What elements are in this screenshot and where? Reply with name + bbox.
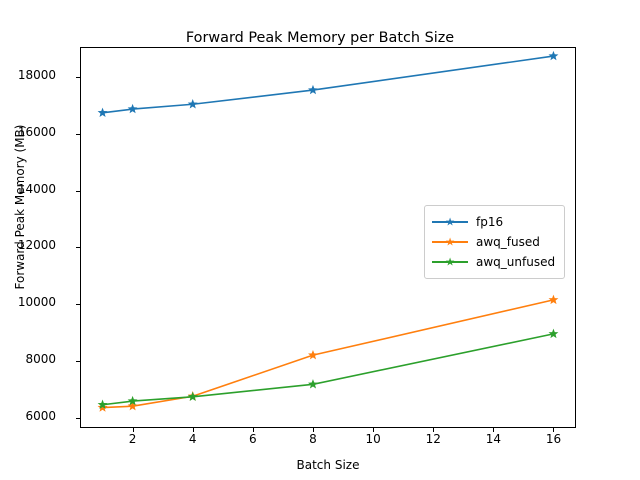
x-tick-label: 6 — [249, 432, 257, 446]
y-tick-mark — [76, 247, 80, 249]
y-tick-mark — [76, 304, 80, 306]
x-tick-mark — [493, 428, 495, 432]
y-tick-mark — [76, 77, 80, 79]
x-tick-label: 10 — [365, 432, 381, 446]
legend-item-1[interactable]: ★ awq_fused — [432, 232, 555, 252]
legend-label-1: awq_fused — [476, 235, 540, 249]
x-tick-mark — [553, 428, 555, 432]
x-tick-label: 4 — [188, 432, 197, 446]
star-marker-icon: ★ — [445, 255, 455, 269]
legend-line-1 — [432, 241, 468, 243]
x-axis-label: Batch Size — [296, 458, 360, 472]
x-tick-label: 16 — [545, 432, 562, 446]
x-tick-mark — [312, 428, 314, 432]
x-tick-label: 2 — [128, 432, 137, 446]
x-tick-mark — [433, 428, 435, 432]
legend-line-0 — [432, 221, 468, 223]
legend-item-0[interactable]: ★ fp16 — [432, 212, 555, 232]
chart-legend: ★ fp16 ★ awq_fused ★ awq_unfused — [424, 205, 566, 279]
x-tick-label: 14 — [485, 432, 501, 446]
star-marker-icon: ★ — [445, 215, 455, 229]
plot-axes-frame — [80, 47, 576, 428]
page-title: Forward Peak Memory per Batch Size — [185, 30, 455, 46]
legend-line-2 — [432, 261, 468, 263]
x-tick-label: 12 — [425, 432, 441, 446]
x-tick-mark — [192, 428, 194, 432]
x-tick-mark — [132, 428, 134, 432]
legend-swatch-line-icon: ★ — [432, 236, 468, 248]
legend-label-2: awq_unfused — [476, 255, 556, 269]
y-tick-mark — [76, 417, 80, 419]
x-tick-mark — [373, 428, 375, 432]
legend-label-0: fp16 — [476, 215, 504, 229]
legend-swatch-line-icon: ★ — [432, 216, 468, 228]
y-tick-mark — [76, 190, 80, 192]
y-tick-mark — [76, 134, 80, 136]
y-tick-mark — [76, 360, 80, 362]
star-marker-icon: ★ — [445, 235, 455, 249]
x-tick-mark — [252, 428, 254, 432]
legend-item-2[interactable]: ★ awq_unfused — [432, 252, 555, 272]
legend-swatch-line-icon: ★ — [432, 256, 468, 268]
x-tick-label: 8 — [309, 432, 317, 446]
